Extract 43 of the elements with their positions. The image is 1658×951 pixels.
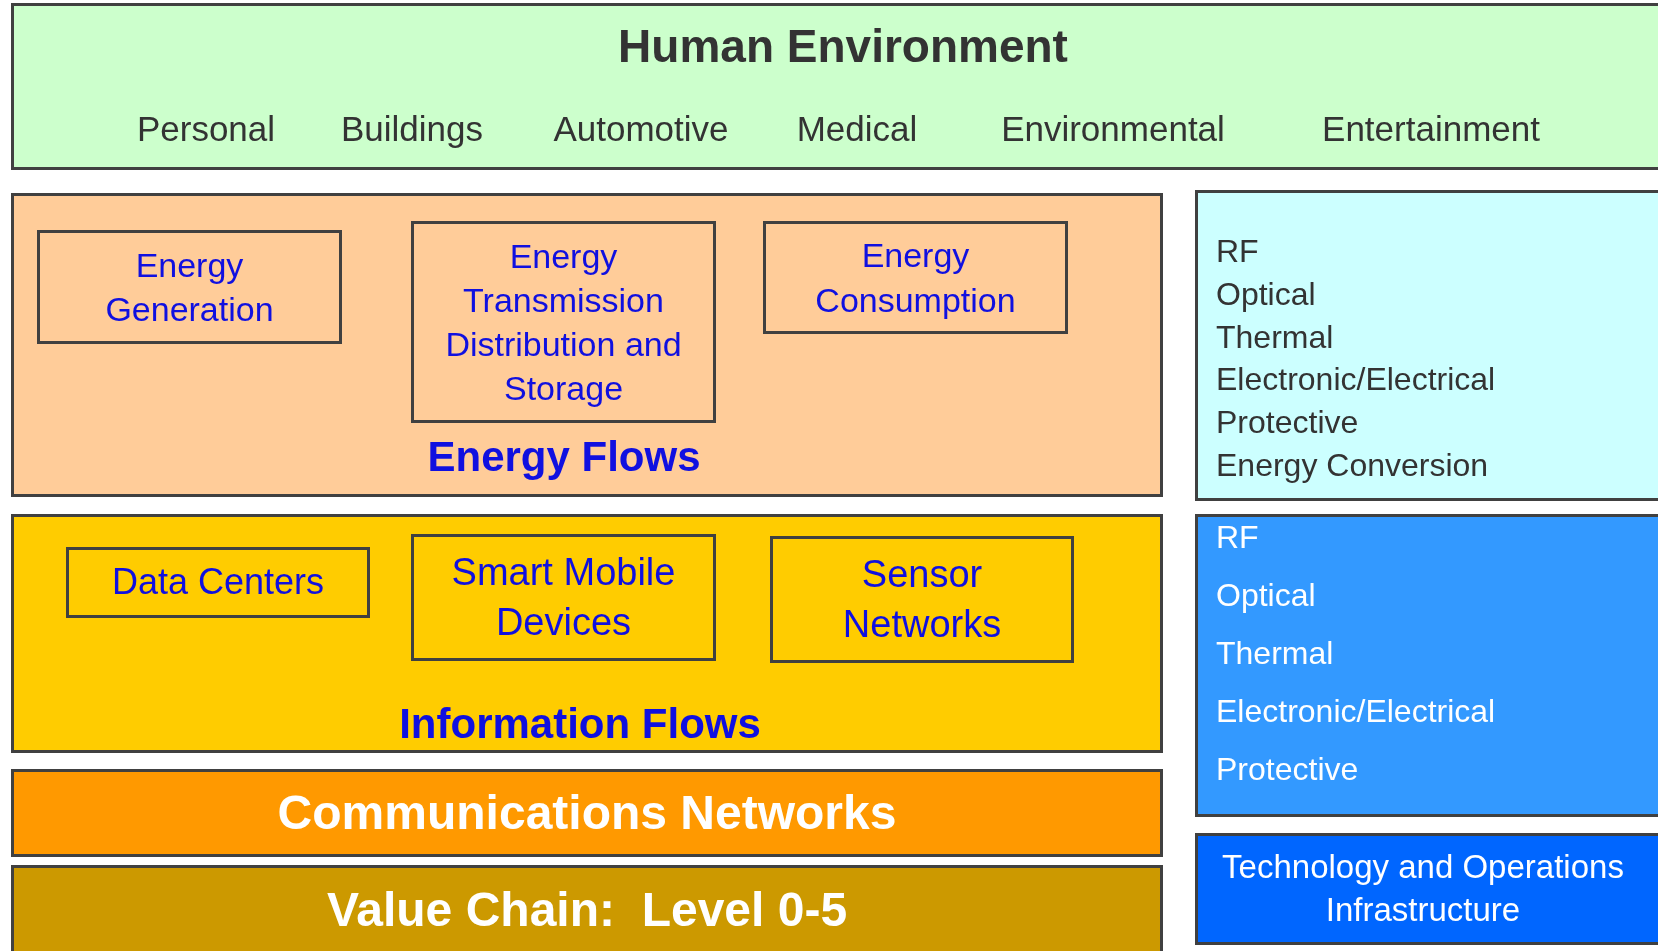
category-label: Buildings bbox=[341, 108, 483, 151]
box-label: Technology and Operations Infrastructure bbox=[1221, 847, 1625, 930]
list-item: RF bbox=[1216, 518, 1259, 557]
list-item: Electronic/Electrical bbox=[1216, 692, 1496, 731]
list-item: Protective bbox=[1216, 403, 1359, 442]
category-label: Medical bbox=[796, 108, 918, 151]
infrastructure-box bbox=[1195, 833, 1658, 945]
category-box bbox=[411, 221, 716, 423]
category-box bbox=[770, 536, 1074, 663]
box-label: Communications Networks bbox=[276, 784, 898, 841]
category-box bbox=[37, 230, 342, 344]
list-item: Optical bbox=[1216, 576, 1316, 615]
list-item: Protective bbox=[1216, 750, 1359, 789]
technology-list-panel bbox=[1195, 190, 1658, 501]
category-box bbox=[66, 547, 370, 618]
category-label: Automotive bbox=[553, 108, 729, 151]
value-chain-bar bbox=[11, 865, 1163, 951]
category-label: Environmental bbox=[1001, 108, 1225, 151]
network-bar bbox=[11, 769, 1163, 857]
box-label: Value Chain: Level 0-5 bbox=[325, 881, 849, 938]
box-label: Sensor Networks bbox=[841, 552, 1003, 647]
box-label: Energy Generation bbox=[104, 244, 275, 330]
list-item: Thermal bbox=[1216, 317, 1334, 356]
category-label: Entertainment bbox=[1322, 108, 1540, 151]
list-item: RF bbox=[1216, 232, 1259, 271]
band-heading: Human Environment bbox=[618, 19, 1068, 75]
box-label: Energy Consumption bbox=[814, 235, 1017, 321]
panel-heading: Information Flows bbox=[399, 698, 761, 749]
category-box bbox=[411, 534, 716, 661]
list-item: Energy Conversion bbox=[1216, 446, 1489, 485]
box-label: Energy Transmission Distribution and Storage bbox=[444, 235, 683, 410]
technology-list-panel bbox=[1195, 514, 1658, 817]
energy-flows-panel bbox=[11, 193, 1163, 497]
list-item: Optical bbox=[1216, 274, 1316, 314]
box-label: Data Centers bbox=[110, 560, 326, 605]
panel-heading: Energy Flows bbox=[427, 431, 701, 482]
box-label: Smart Mobile Devices bbox=[450, 550, 677, 645]
environment-band bbox=[11, 3, 1658, 170]
list-item: Electronic/Electrical bbox=[1216, 360, 1496, 399]
list-item: Thermal bbox=[1216, 634, 1334, 673]
category-label: Personal bbox=[136, 108, 276, 151]
category-box bbox=[763, 221, 1068, 334]
information-flows-panel bbox=[11, 514, 1163, 753]
